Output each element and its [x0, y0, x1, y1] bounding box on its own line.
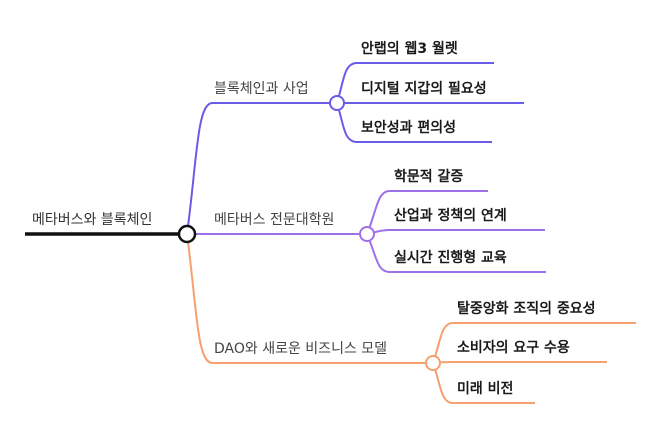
leaf-label[interactable]: 탈중앙화 조직의 중요성	[457, 301, 596, 317]
leaf-label[interactable]: 보안성과 편의성	[361, 120, 457, 136]
leaf-label[interactable]: 실시간 진행형 교육	[394, 250, 507, 266]
leaf-label[interactable]: 디지털 지갑의 필요성	[361, 81, 487, 97]
branch-connector-1	[186, 102, 213, 235]
branch-node-2	[359, 226, 375, 242]
root-node	[177, 224, 197, 244]
branch-connector-3	[186, 233, 213, 364]
leaf-label[interactable]: 산업과 정책의 연계	[394, 208, 507, 224]
leaf-label[interactable]: 소비자의 요구 수용	[457, 340, 570, 356]
branch-label-blockchain-business[interactable]: 블록체인과 사업	[214, 81, 309, 97]
branch-label-dao-business-model[interactable]: DAO와 새로운 비즈니스 모델	[214, 341, 388, 357]
branch-node-3	[425, 355, 441, 371]
branch-node-1	[329, 95, 345, 111]
leaf-label[interactable]: 미래 비전	[457, 381, 514, 397]
leaf-label[interactable]: 안랩의 웹3 월렛	[361, 41, 458, 57]
branch-label-metaverse-graduate-school[interactable]: 메타버스 전문대학원	[214, 212, 335, 228]
leaf-label[interactable]: 학문적 갈증	[394, 169, 464, 185]
root-topic-label[interactable]: 메타버스와 블록체인	[32, 212, 153, 228]
